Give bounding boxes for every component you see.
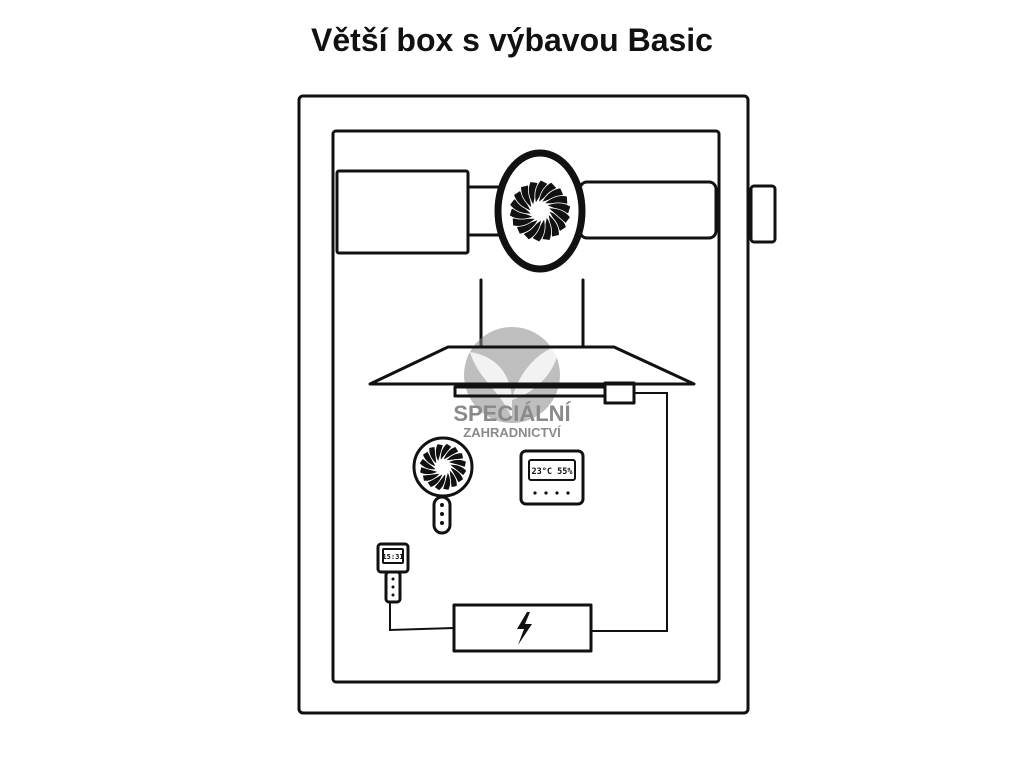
- side-vent-port: [749, 184, 777, 244]
- fan-blade: [448, 468, 458, 488]
- thermo-hygrometer: 23°C 55%: [519, 449, 585, 506]
- clip-fan: [412, 436, 474, 535]
- fan-blade: [522, 218, 543, 241]
- thermo-hygrometer-body: [519, 449, 585, 506]
- fan-blade: [442, 446, 460, 462]
- fan-blade: [513, 189, 533, 212]
- fan-hub: [437, 461, 449, 473]
- fan-blade: [534, 179, 549, 205]
- timer-cable: [389, 602, 455, 632]
- inner-box: [331, 129, 721, 684]
- clip-fan-icon: [418, 442, 468, 492]
- fan-blade: [528, 181, 539, 207]
- timer-display: [382, 548, 404, 564]
- power-supply: [452, 603, 593, 653]
- watermark-logo: [464, 327, 560, 423]
- fan-blade: [422, 450, 438, 468]
- fan-blade: [511, 217, 537, 227]
- fan-blade: [435, 443, 444, 464]
- fan-blade: [545, 202, 572, 215]
- ballast-cable: [591, 392, 668, 632]
- timer-plug: [384, 570, 402, 604]
- fan-blade: [537, 181, 558, 204]
- fan-blade: [509, 198, 533, 215]
- fan-blade: [515, 218, 540, 235]
- fan-blade: [508, 207, 535, 220]
- fan-blade: [418, 457, 438, 471]
- fan-blade: [446, 459, 467, 468]
- timer: 15:31: [376, 542, 410, 604]
- thermo-hygrometer-readout: 23°C 55%: [532, 467, 574, 477]
- fan-blade: [442, 470, 451, 491]
- fan-blade: [428, 446, 438, 466]
- fan-blade: [531, 217, 546, 243]
- fan-blade: [419, 466, 440, 475]
- fan-blade: [426, 472, 444, 488]
- clip-fan-clamp: [432, 495, 452, 535]
- fan-blade: [422, 472, 442, 482]
- exhaust-fan-icon: [508, 179, 572, 243]
- carbon-filter: [335, 169, 470, 255]
- exhaust-assembly: [335, 149, 718, 273]
- fan-blade: [541, 215, 552, 241]
- watermark-line1: SPECIÁLNÍ: [453, 401, 571, 426]
- fan-blade: [543, 195, 569, 205]
- fan-blade: [433, 472, 447, 492]
- power-supply-body: [452, 603, 593, 653]
- grow-light-reflector: [368, 345, 696, 386]
- outer-box: [297, 94, 750, 715]
- fan-blade: [540, 187, 565, 204]
- filter-connector: [466, 185, 501, 237]
- fan-blade: [444, 452, 464, 462]
- timer-readout: 15:31: [382, 553, 403, 561]
- fan-blade: [547, 207, 571, 224]
- lightning-icon: [517, 612, 532, 645]
- exhaust-duct: [578, 180, 718, 240]
- fan-hub: [532, 203, 548, 219]
- fan-blade: [439, 442, 453, 462]
- watermark-leaf-icon: [464, 327, 560, 423]
- ballast-box: [603, 381, 636, 405]
- thermo-hygrometer-display: [528, 459, 576, 481]
- page-title: Větší box s výbavou Basic: [311, 22, 713, 58]
- fan-blade: [448, 463, 468, 477]
- watermark-line2: ZAHRADNICTVÍ: [463, 425, 561, 440]
